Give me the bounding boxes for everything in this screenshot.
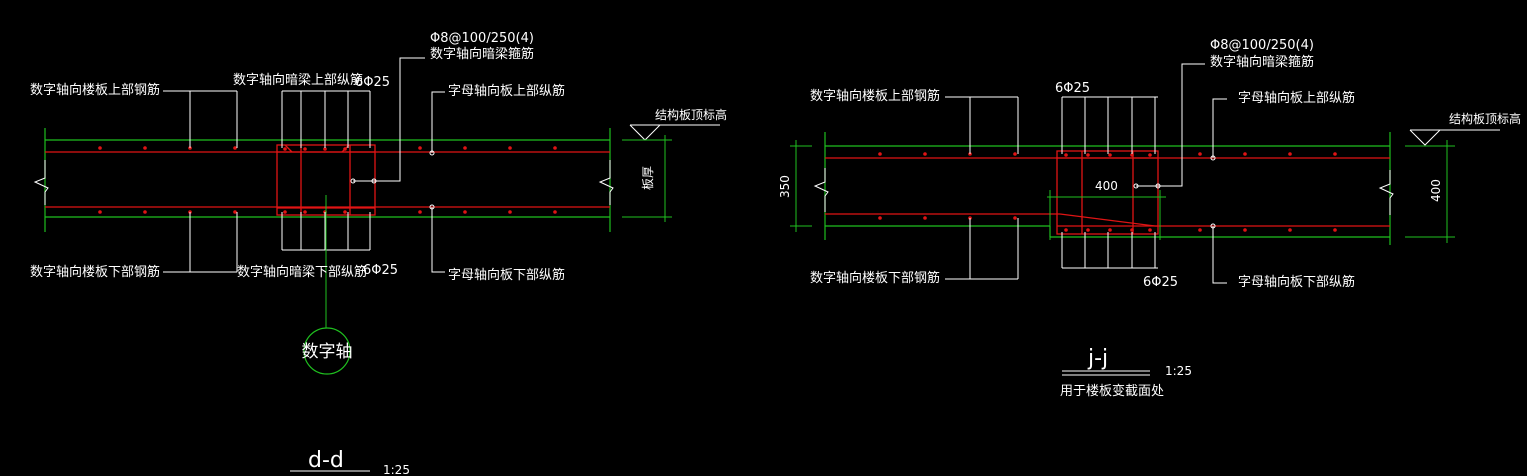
stirrup-marker-right [1133,183,1139,189]
section-title-left: d-d [308,448,344,473]
slab-bottom-right-label-left: 字母轴向板下部纵筋 [448,267,565,283]
rebar-dots-left [98,146,557,214]
slab-outline-left [44,128,611,232]
beam-top-count-left: 6Φ25 [355,75,390,90]
slab-bottom-marker-left [429,204,435,210]
break-mark-right [813,168,1394,215]
beam-top-label-left: 数字轴向暗梁上部纵筋 [233,72,363,88]
axis-bubble-label-left: 数字轴 [302,342,353,362]
section-j-j [790,63,1500,376]
elevation-label-left: 结构板顶标高 [655,107,727,122]
slab-top-right-label-left: 字母轴向板上部纵筋 [448,83,565,99]
slab-bottom-marker-right [1210,223,1216,229]
stirrup-marker-left [350,178,356,184]
leaders-right [945,63,1227,284]
slab-top-label-right: 数字轴向楼板上部钢筋 [810,88,940,104]
thickness-label-left: 板厚 [641,166,655,190]
dimension-350 [790,140,812,232]
beam-top-count-right: 6Φ25 [1055,81,1090,96]
rebar-dots-right [878,152,1337,232]
scale-left: 1:25 [383,463,410,476]
section-title-right: j-j [1087,346,1108,371]
slab-top-label-left: 数字轴向楼板上部钢筋 [30,82,160,98]
dimension-350-label: 350 [778,175,792,198]
dimension-400-right [1405,140,1455,243]
slab-bottom-label-left: 数字轴向楼板下部钢筋 [30,264,160,280]
stirrup-spec-left: Φ8@100/250(4) [430,31,534,46]
slab-bottom-label-right: 数字轴向楼板下部钢筋 [810,270,940,286]
slab-top-right-label-right: 字母轴向板上部纵筋 [1238,90,1355,106]
dimension-400-beam [1047,190,1166,240]
beam-bottom-count-right: 6Φ25 [1143,275,1178,290]
dimension-400-right-label: 400 [1429,179,1443,202]
section-d-d [33,57,720,472]
beam-bottom-label-left: 数字轴向暗梁下部纵筋 [237,264,367,280]
scale-right: 1:25 [1165,364,1192,378]
axis-bubble-left [303,327,351,375]
note-right: 用于楼板变截面处 [1060,383,1164,399]
stirrup-spec-right: Φ8@100/250(4) [1210,38,1314,53]
elevation-symbol-left [629,124,720,141]
slab-rebar-left [45,151,610,208]
stirrup-label-right: 数字轴向暗梁箍筋 [1210,54,1314,70]
stirrup-marker-right-2 [1155,183,1161,189]
leaders-left [163,57,445,273]
stirrup-marker-left-2 [371,178,377,184]
elevation-label-right: 结构板顶标高 [1449,111,1521,126]
thickness-dimension-left [622,135,672,222]
slab-bottom-right-label-right: 字母轴向板下部纵筋 [1238,274,1355,290]
elevation-symbol-right [1409,129,1500,146]
break-mark-left [33,160,614,205]
dimension-400-beam-label: 400 [1095,179,1118,193]
stirrup-label-left: 数字轴向暗梁箍筋 [430,46,534,62]
slab-top-marker-right [1210,155,1216,161]
slab-top-marker-left [429,150,435,156]
beam-bottom-count-left: 6Φ25 [363,263,398,278]
